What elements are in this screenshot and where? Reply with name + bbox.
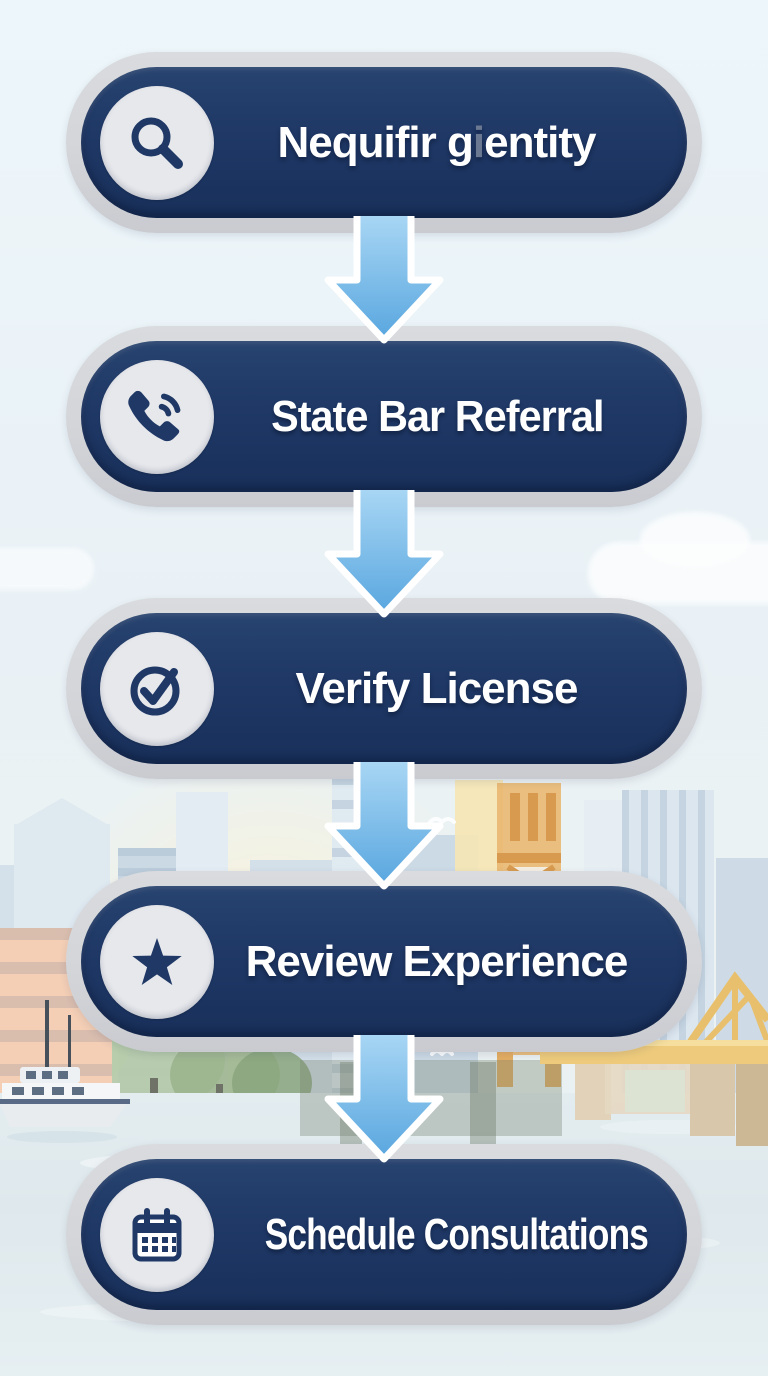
icon-circle — [100, 631, 214, 746]
icon-circle — [100, 904, 214, 1019]
cloud — [640, 512, 750, 568]
icon-circle — [100, 85, 214, 200]
step-label: Nequifir gientity — [214, 118, 687, 168]
flow-step-5-pill: Schedule Consultations — [81, 1159, 687, 1310]
down-arrow-icon — [324, 216, 444, 344]
flow-step-1: Nequifir gientity — [66, 52, 702, 233]
skyline-building-roof — [14, 798, 110, 826]
flow-connector — [318, 1035, 450, 1163]
flow-step-4: Review Experience — [66, 871, 702, 1052]
calendar-icon — [132, 1207, 182, 1261]
flow-connector — [318, 762, 450, 890]
flow-step-2: State Bar Referral — [66, 326, 702, 507]
flow-step-4-pill: Review Experience — [81, 886, 687, 1037]
step-label-text: entity — [484, 117, 596, 167]
boat-illustration — [0, 1000, 130, 1143]
step-label-text: Nequifir g — [277, 117, 474, 167]
phone-icon — [128, 390, 181, 441]
check-circle-icon — [130, 666, 180, 715]
flow-connector — [318, 490, 450, 618]
flow-step-3-pill: Verify License — [81, 613, 687, 764]
flow-step-3: Verify License — [66, 598, 702, 779]
flow-step-1-pill: Nequifir gientity — [81, 67, 687, 218]
down-arrow-icon — [324, 490, 444, 618]
icon-circle — [100, 359, 214, 474]
star-icon — [132, 937, 182, 985]
cloud — [0, 548, 94, 590]
bird-illustration — [428, 817, 456, 824]
step-label: Schedule Consultations — [264, 1209, 649, 1259]
flow-step-5: Schedule Consultations — [66, 1144, 702, 1325]
down-arrow-icon — [324, 762, 444, 890]
truss-bridge-illustration — [540, 971, 768, 1146]
icon-circle — [100, 1177, 214, 1292]
step-label-dim-letter: i — [472, 117, 485, 167]
step-label: Verify License — [295, 663, 579, 713]
flow-connector — [318, 216, 450, 344]
search-icon — [131, 117, 183, 169]
down-arrow-icon — [324, 1035, 444, 1163]
flow-step-2-pill: State Bar Referral — [81, 341, 687, 492]
step-label: Review Experience — [245, 936, 629, 986]
step-label: State Bar Referral — [271, 391, 604, 441]
